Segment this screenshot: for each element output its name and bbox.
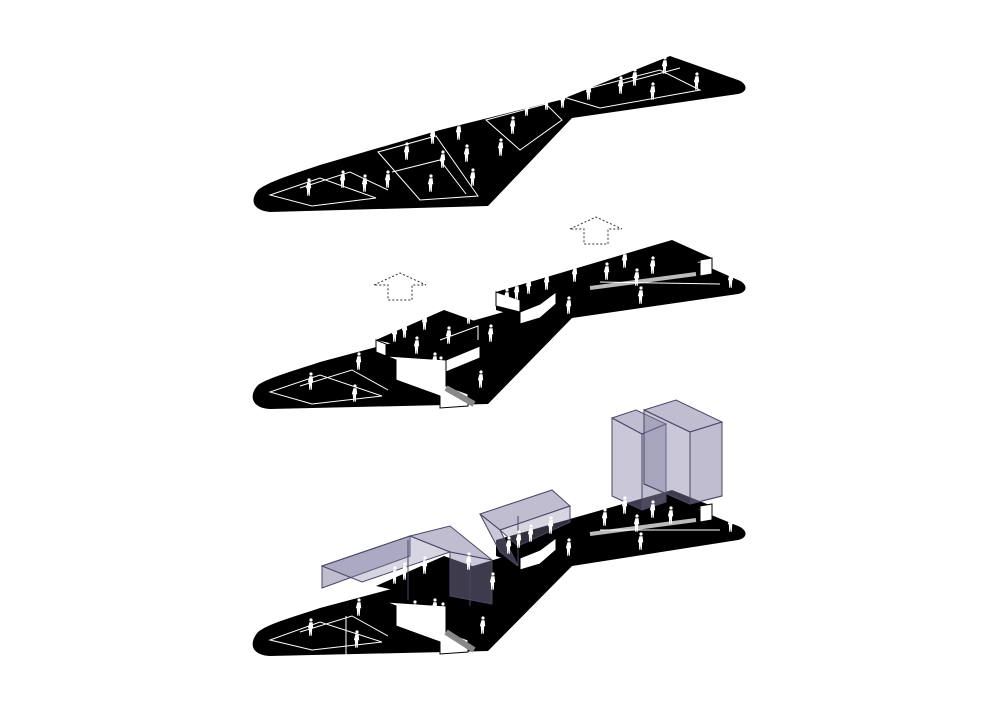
floor-pattern-lines xyxy=(268,615,389,656)
building-volume-tower-left xyxy=(610,409,668,511)
floor-pattern-lines xyxy=(268,369,389,405)
raised-terrace-right xyxy=(496,490,720,571)
stage-1-flat-platform xyxy=(253,56,746,212)
ground-slab xyxy=(252,250,746,409)
stage-3-added-volumes xyxy=(252,399,746,656)
building-volume-left xyxy=(320,525,493,606)
building-volume-tower-right xyxy=(642,399,724,505)
up-arrow-icon xyxy=(373,272,427,301)
raised-terrace-right xyxy=(444,240,721,407)
up-arrow-icon xyxy=(569,216,623,245)
stage-2-raised-terraces xyxy=(252,216,746,409)
ground-slab xyxy=(253,56,746,212)
ground-slab xyxy=(252,498,746,656)
